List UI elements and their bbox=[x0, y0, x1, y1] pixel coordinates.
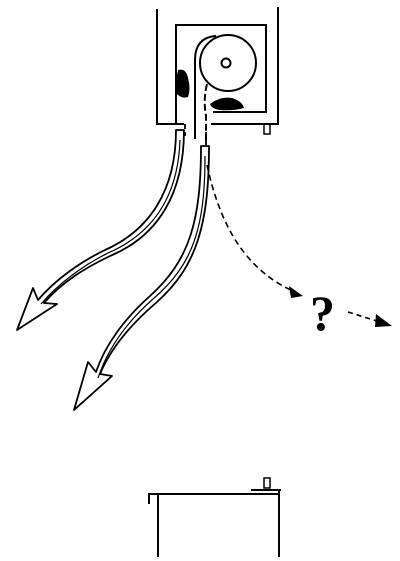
upper-device bbox=[156, 7, 279, 139]
question-arrow bbox=[347, 311, 381, 323]
material-blob-bottom bbox=[210, 97, 244, 111]
inner-channel bbox=[194, 34, 217, 139]
question-mark: ? bbox=[310, 285, 335, 341]
curved-arrow-left bbox=[16, 129, 185, 331]
connector-stub bbox=[263, 123, 271, 135]
curved-arrow-left-inner bbox=[40, 139, 181, 305]
curved-arrow-middle-inner bbox=[97, 155, 206, 379]
outer-housing bbox=[156, 9, 184, 125]
roller-tail bbox=[203, 83, 208, 140]
uncertain-trajectory bbox=[206, 164, 296, 293]
roller-outer bbox=[199, 34, 257, 92]
material-blob-left bbox=[176, 69, 190, 98]
lower-device bbox=[148, 477, 281, 557]
roller bbox=[199, 34, 257, 140]
exit-lines bbox=[184, 124, 207, 160]
roller-hub bbox=[220, 57, 232, 69]
uncertain-trajectory-head bbox=[289, 286, 303, 298]
question-arrow-head bbox=[375, 314, 392, 327]
outer-housing-right bbox=[211, 7, 279, 125]
curved-arrow-middle bbox=[73, 145, 210, 411]
lower-housing bbox=[157, 493, 271, 557]
inner-chamber bbox=[175, 24, 267, 125]
lower-connector-stub bbox=[263, 477, 271, 489]
